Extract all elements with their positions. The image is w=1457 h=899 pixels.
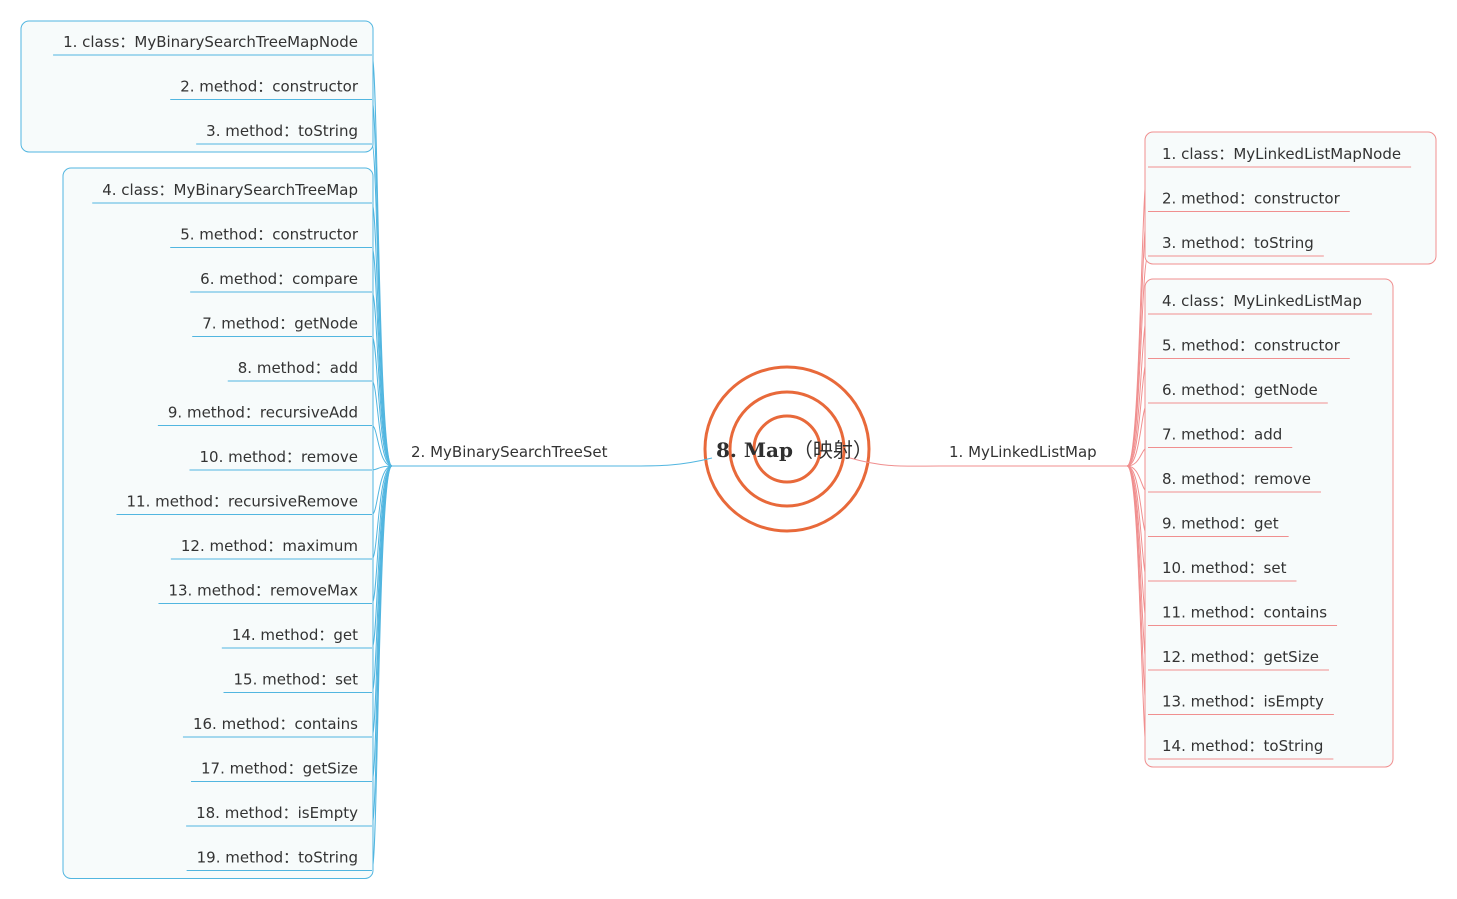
- leaf-topic[interactable]: 3. method：toString: [1162, 234, 1314, 252]
- leaf-topic[interactable]: 5. method：constructor: [180, 226, 359, 244]
- group-boxes: [20, 20, 1437, 879]
- leaf-connector: [371, 465, 393, 560]
- leaf-topic[interactable]: 19. method：toString: [197, 849, 358, 867]
- branch-binary-search-tree-set[interactable]: 2. MyBinarySearchTreeSet: [392, 443, 713, 467]
- leaf-topic[interactable]: 8. method：add: [238, 359, 358, 377]
- leaf-topic[interactable]: 8. method：remove: [1162, 470, 1311, 488]
- central-ring-inner: [752, 414, 822, 484]
- leaf-topic[interactable]: 16. method：contains: [193, 715, 358, 733]
- leaf-topics: 1. class：MyBinarySearchTreeMapNode 2. met…: [53, 33, 1412, 871]
- branch-linked-list-map[interactable]: 1. MyLinkedListMap: [849, 443, 1127, 467]
- central-ring-middle: [728, 390, 846, 508]
- leaf-topic[interactable]: 14. method：get: [232, 626, 358, 644]
- leaf-topic[interactable]: 9. method：get: [1162, 515, 1279, 533]
- group-box: [62, 167, 374, 879]
- leaf-topic[interactable]: 2. method：constructor: [1162, 190, 1341, 208]
- leaf-topic[interactable]: 7. method：getNode: [202, 315, 358, 333]
- leaf-topic[interactable]: 1. class：MyBinarySearchTreeMapNode: [63, 33, 358, 51]
- central-ring-outer: [703, 365, 871, 533]
- leaf-topic[interactable]: 6. method：getNode: [1162, 381, 1318, 399]
- leaf-topic[interactable]: 17. method：getSize: [201, 760, 358, 778]
- leaf-connector: [371, 465, 393, 515]
- leaf-topic[interactable]: 12. method：getSize: [1162, 648, 1319, 666]
- leaf-connector: [371, 336, 393, 467]
- branch-connector-left: [392, 457, 713, 467]
- leaf-topic[interactable]: 2. method：constructor: [180, 78, 359, 96]
- leaf-topic[interactable]: 10. method：remove: [199, 448, 358, 466]
- group-box: [1144, 278, 1394, 768]
- leaf-connector: [371, 291, 393, 467]
- leaf-connector: [371, 465, 393, 738]
- leaf-topic[interactable]: 12. method：maximum: [181, 537, 358, 555]
- branch-label-linked-list-map: 1. MyLinkedListMap: [949, 443, 1097, 461]
- leaf-connector: [371, 202, 393, 467]
- central-topic-title: 8. Map: [716, 438, 793, 462]
- leaf-topic[interactable]: 1. class：MyLinkedListMapNode: [1162, 145, 1401, 163]
- group-box: [20, 20, 374, 153]
- leaf-topic[interactable]: 9. method：recursiveAdd: [168, 404, 358, 422]
- leaf-connector: [1126, 255, 1149, 467]
- leaf-topic[interactable]: 7. method：add: [1162, 426, 1282, 444]
- branch-connector-right: [849, 457, 1127, 467]
- leaf-connector: [371, 247, 393, 467]
- leaf-topic[interactable]: 13. method：isEmpty: [1162, 693, 1324, 711]
- central-topic-subtitle: （映射）: [793, 438, 873, 462]
- leaf-topic[interactable]: 10. method：set: [1162, 559, 1287, 577]
- leaf-topic[interactable]: 11. method：contains: [1162, 604, 1327, 622]
- leaf-topic[interactable]: 14. method：toString: [1162, 737, 1323, 755]
- leaf-topic[interactable]: 3. method：toString: [206, 122, 358, 140]
- leaf-topic[interactable]: 4. class：MyLinkedListMap: [1162, 292, 1362, 310]
- leaf-topic[interactable]: 15. method：set: [234, 671, 359, 689]
- leaf-topic[interactable]: 11. method：recursiveRemove: [127, 493, 359, 511]
- central-topic-label: 8. Map（映射）: [716, 438, 873, 462]
- leaf-topic[interactable]: 6. method：compare: [200, 270, 358, 288]
- central-topic[interactable]: 8. Map（映射）: [703, 365, 873, 533]
- leaf-topic[interactable]: 4. class：MyBinarySearchTreeMap: [102, 181, 358, 199]
- connector-lines: [371, 54, 1149, 871]
- leaf-topic[interactable]: 5. method：constructor: [1162, 337, 1341, 355]
- leaf-topic[interactable]: 18. method：isEmpty: [196, 804, 358, 822]
- leaf-connector: [371, 380, 393, 467]
- leaf-connector: [371, 465, 393, 871]
- branch-label-binary-search-tree-set: 2. MyBinarySearchTreeSet: [411, 443, 608, 461]
- leaf-connector: [371, 143, 393, 467]
- leaf-topic[interactable]: 13. method：removeMax: [168, 582, 358, 600]
- group-box: [1144, 131, 1437, 265]
